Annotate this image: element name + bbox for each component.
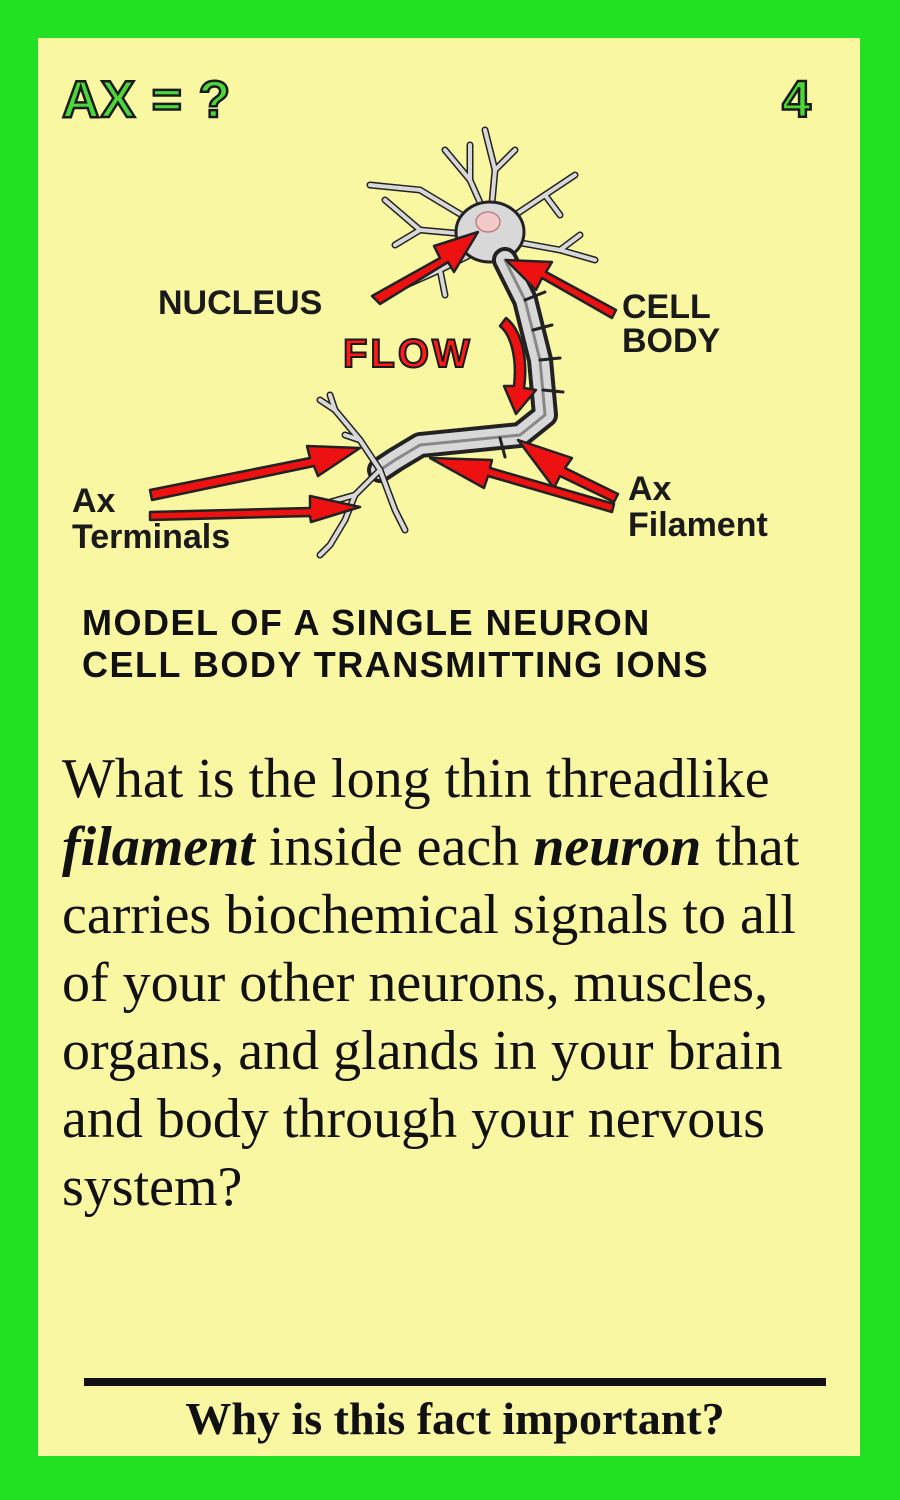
caption-line-2: CELL BODY TRANSMITTING IONS bbox=[82, 644, 710, 685]
nucleus-label: NUCLEUS bbox=[158, 284, 323, 322]
cell-body-label-line2: BODY bbox=[622, 322, 721, 360]
terminals-upper-arrow bbox=[148, 444, 362, 502]
question-part-2: inside each bbox=[254, 816, 534, 878]
flow-arrow bbox=[498, 316, 538, 416]
question-emphasis-filament: filament bbox=[62, 816, 255, 878]
question-part-1: What is the long thin threadlike bbox=[62, 748, 770, 810]
filament-label-line2: Filament bbox=[628, 506, 768, 544]
divider bbox=[84, 1378, 826, 1386]
card-number: 4 bbox=[781, 70, 812, 131]
nucleus bbox=[475, 211, 501, 233]
filament-upper-arrow bbox=[516, 438, 620, 504]
diagram-caption: MODEL OF A SINGLE NEURON CELL BODY TRANS… bbox=[82, 602, 709, 686]
caption-line-1: MODEL OF A SINGLE NEURON bbox=[82, 602, 651, 643]
footer-prompt: Why is this fact important? bbox=[185, 1393, 725, 1444]
question-part-3: that carries biochemical signals to all … bbox=[62, 816, 800, 1218]
terminals-label-line2: Terminals bbox=[72, 518, 231, 556]
question-emphasis-neuron: neuron bbox=[533, 816, 702, 878]
filament-label-line1: Ax bbox=[628, 470, 672, 508]
pointer-arrows bbox=[148, 230, 620, 524]
question-text: What is the long thin threadlike filamen… bbox=[62, 745, 852, 1221]
cell-body-label-line1: CELL bbox=[622, 288, 711, 326]
cell-body-arrow bbox=[504, 258, 618, 320]
axon-filament bbox=[367, 247, 565, 483]
flow-label: FLOW bbox=[342, 331, 473, 377]
terminals-label-line1: Ax bbox=[72, 482, 116, 520]
nucleus-arrow bbox=[370, 230, 480, 306]
card bbox=[38, 38, 860, 1456]
card-title: AX = ? bbox=[61, 70, 232, 131]
filament-lower-arrow bbox=[428, 456, 616, 514]
terminals-lower-arrow bbox=[148, 494, 362, 524]
